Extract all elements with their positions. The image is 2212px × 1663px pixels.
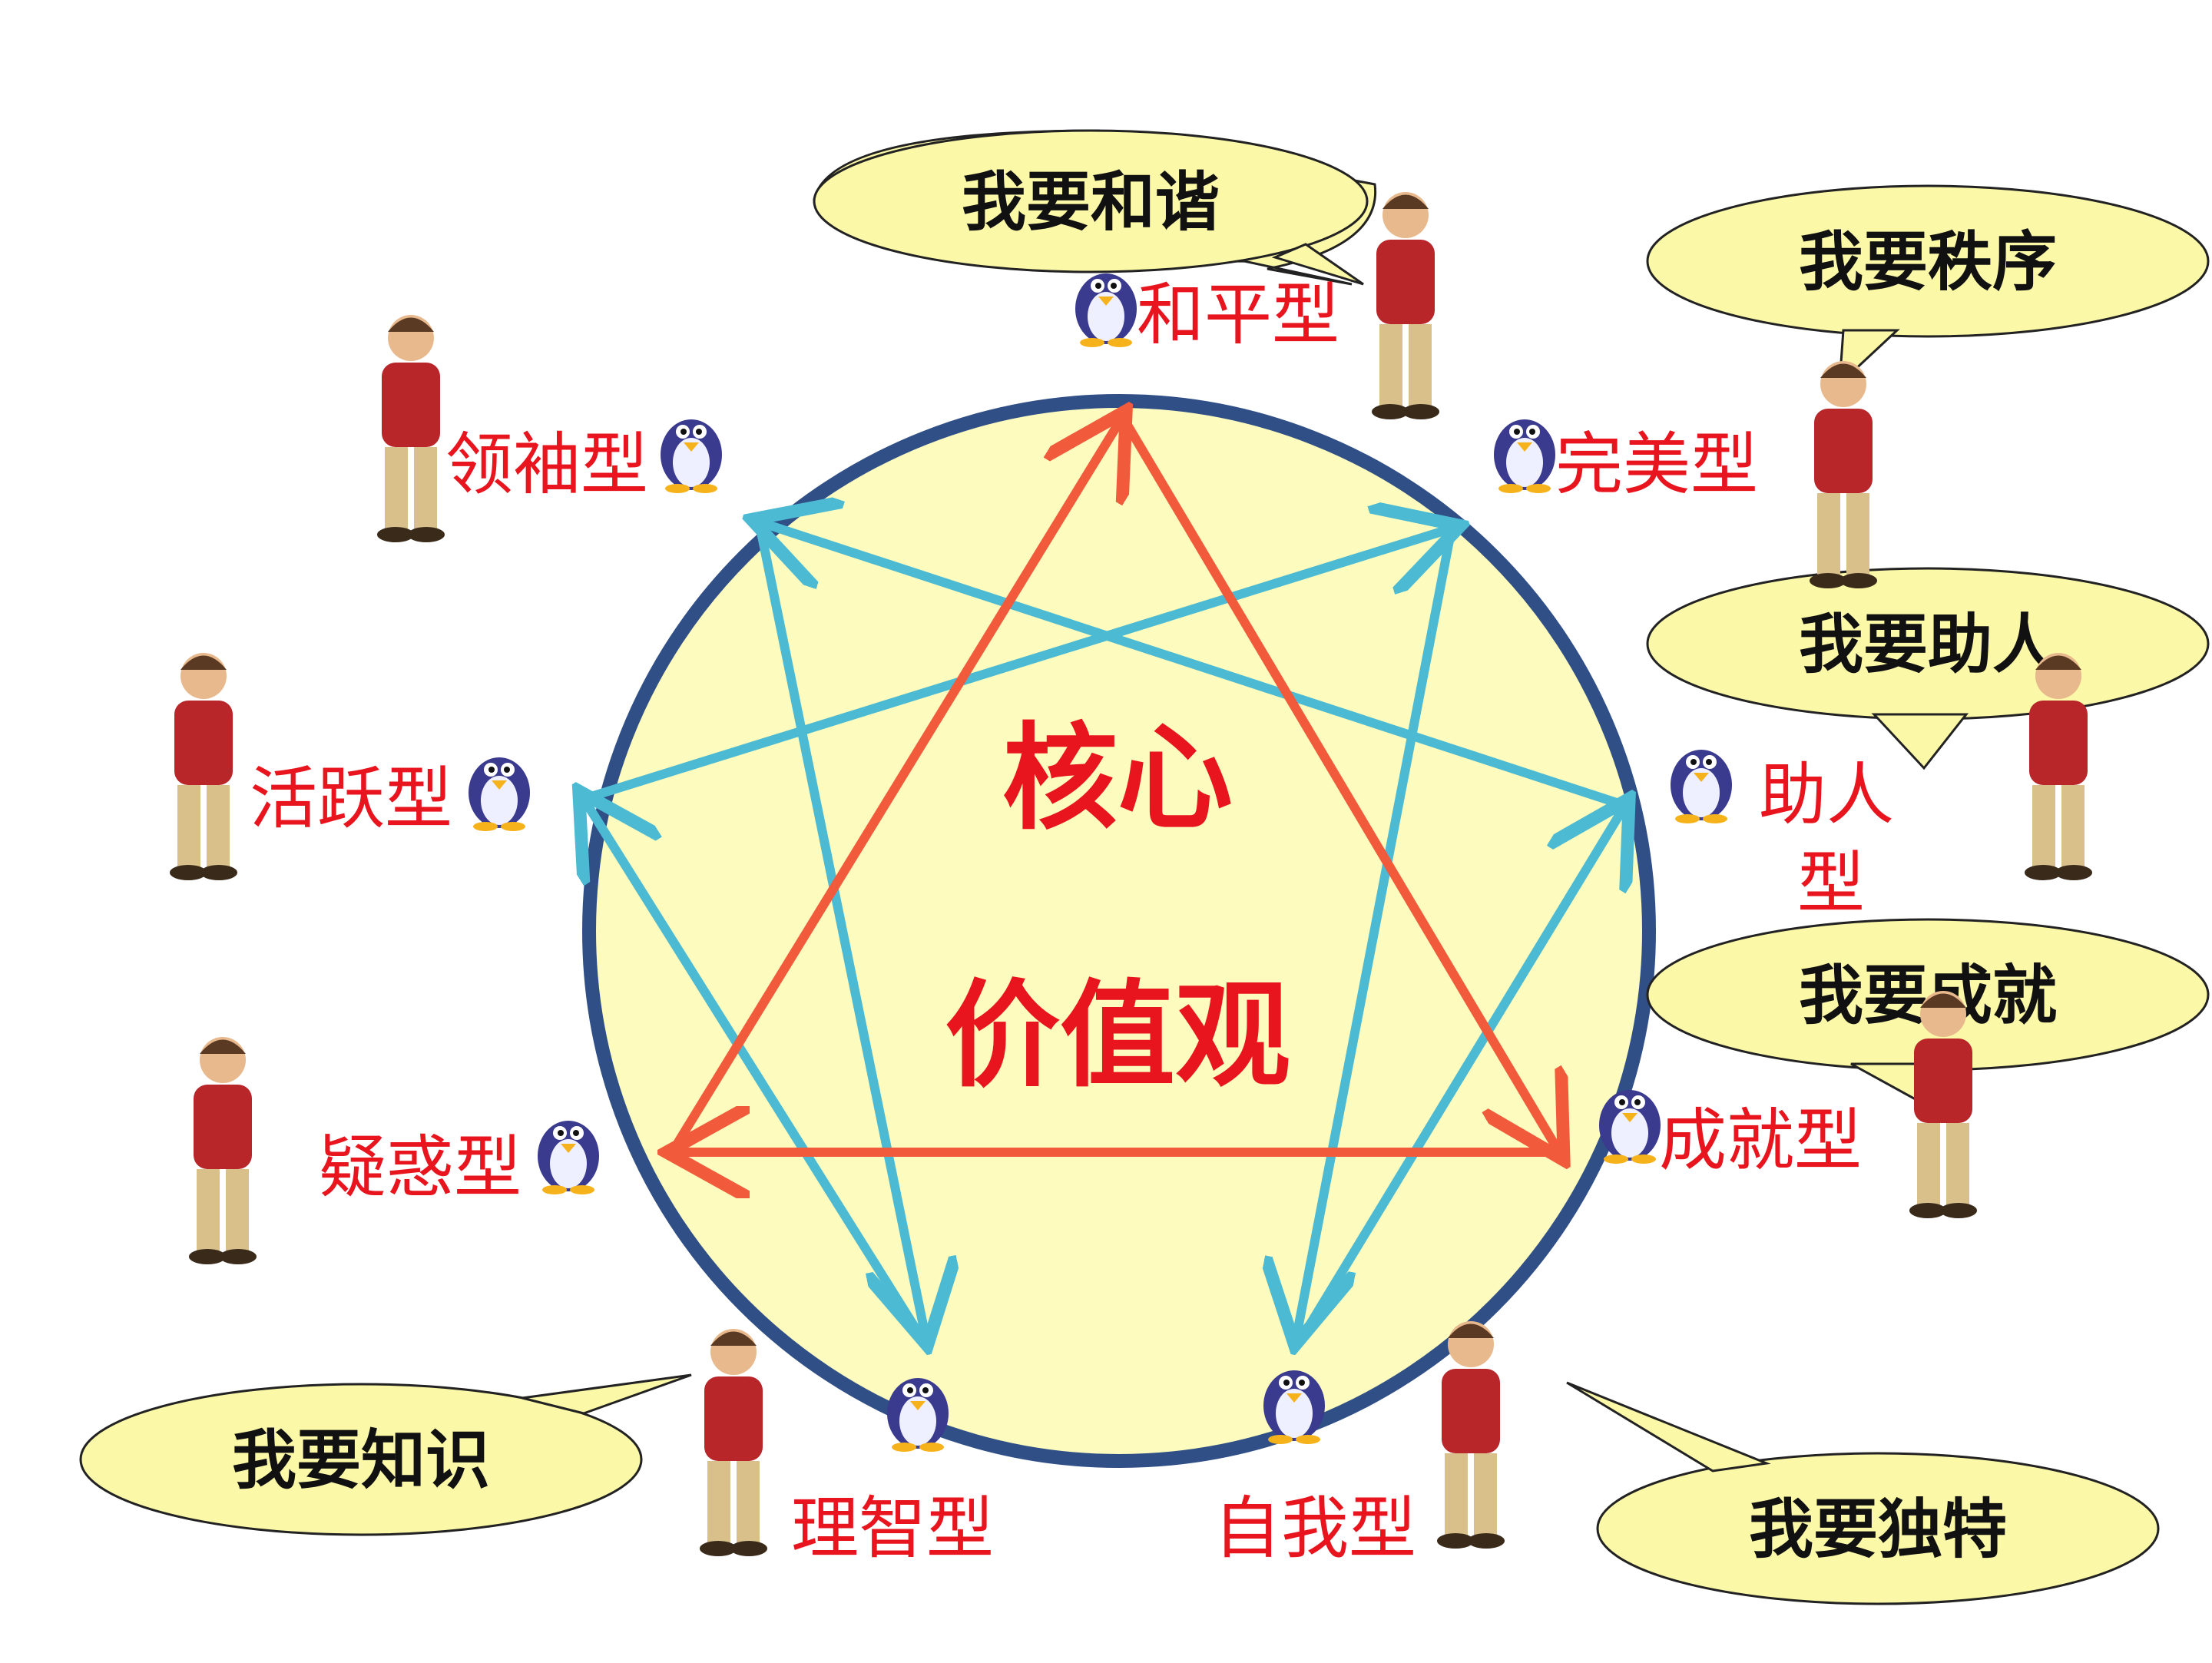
penguin-icon <box>1671 750 1732 823</box>
penguin-icon <box>469 757 530 831</box>
penguin-icon <box>661 419 722 493</box>
bubble-unique: 我要独特 <box>1566 1381 2160 1605</box>
type-lively: 活跃型 <box>170 653 530 880</box>
type-peace: 和平型 <box>1075 192 1439 419</box>
type-helper-label-2: 型 <box>1797 843 1865 923</box>
penguin-icon <box>1494 419 1555 493</box>
type-achiever-label: 成就型 <box>1659 1101 1862 1180</box>
type-lively-label: 活跃型 <box>250 759 452 838</box>
penguin-icon <box>1599 1090 1661 1164</box>
arrow-2-8 <box>760 522 1630 811</box>
type-perfect: 完美型 <box>1494 361 1877 588</box>
bubble-helper-text: 我要助人 <box>1799 607 2057 682</box>
penguin-icon <box>887 1378 949 1452</box>
person-figure-icon <box>170 653 237 880</box>
type-self: 自我型 <box>1214 1321 1505 1568</box>
core-circle <box>582 394 1656 1468</box>
arrow-7-1 <box>582 528 1452 803</box>
hexad-lines <box>584 522 1628 1344</box>
bubble-peace: 我要和谐 <box>813 129 1377 286</box>
bubble-helper: 我要助人 <box>1646 567 2210 770</box>
type-thinker-label: 理智型 <box>791 1489 994 1568</box>
person-figure-icon <box>700 1329 767 1556</box>
type-achiever: 成就型 <box>1599 991 1977 1218</box>
bubble-perfect: 我要秩序 <box>1646 184 2210 387</box>
penguin-icon <box>1075 273 1137 347</box>
type-self-label: 自我型 <box>1214 1489 1416 1568</box>
person-figure-icon <box>189 1037 257 1264</box>
type-peace-label: 和平型 <box>1137 275 1339 354</box>
type-leader-label: 领袖型 <box>445 425 648 504</box>
penguin-icon <box>538 1121 599 1194</box>
center-text-line1: 核心 <box>1002 711 1233 846</box>
type-perfect-label: 完美型 <box>1555 425 1758 504</box>
type-doubt: 疑惑型 <box>189 1037 599 1264</box>
bubble-unique-text: 我要独特 <box>1749 1492 2007 1567</box>
arrow-6-9 <box>667 419 1121 1155</box>
bubble-knowledge: 我要知识 <box>79 1373 692 1536</box>
arrow-9-3 <box>1117 412 1559 1152</box>
type-thinker: 理智型 <box>700 1329 994 1568</box>
arrow-4-2 <box>1293 807 1624 1347</box>
bubble-knowledge-text: 我要知识 <box>232 1423 490 1498</box>
type-leader: 领袖型 <box>377 315 722 542</box>
bubble-perfect-text: 我要秩序 <box>1799 224 2057 300</box>
type-doubt-label: 疑惑型 <box>319 1128 522 1207</box>
center-text-line2: 价值观 <box>945 968 1290 1103</box>
type-helper-label-1: 助人 <box>1759 755 1894 834</box>
person-figure-icon <box>1810 361 1877 588</box>
person-figure-icon <box>377 315 445 542</box>
core-triangle <box>672 415 1559 1152</box>
arrow-1-4 <box>1296 527 1456 1337</box>
arrow-8-5 <box>756 527 926 1337</box>
person-figure-icon <box>1372 192 1439 419</box>
bubble-peace-text: 我要和谐 <box>962 164 1220 240</box>
type-helper: 助人 型 <box>1671 653 2092 923</box>
arrow-5-7 <box>584 799 930 1347</box>
